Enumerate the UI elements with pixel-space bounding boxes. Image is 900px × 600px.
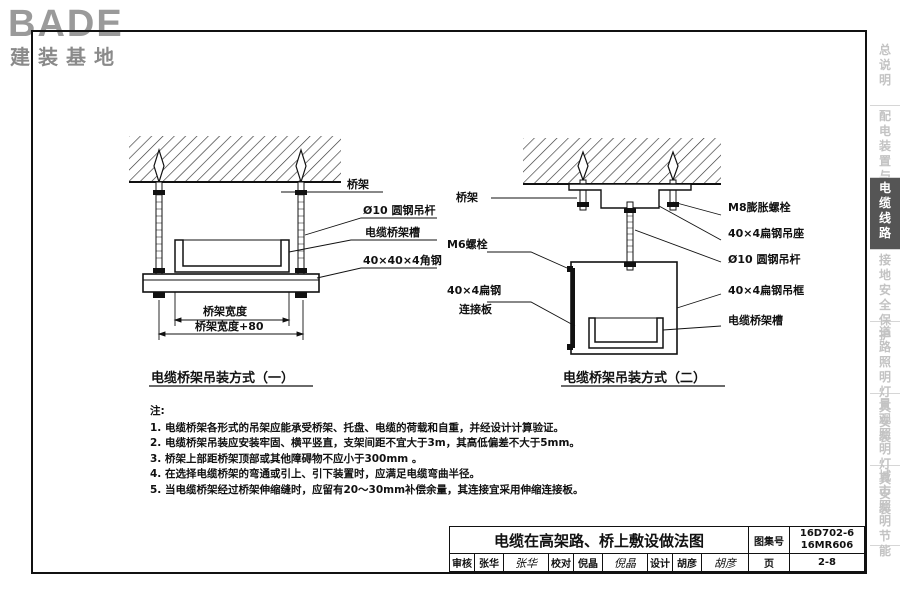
leaders-2 — [487, 197, 722, 331]
dim-tray-width-plus: 桥架宽度+80 — [195, 319, 264, 333]
cable-tray-1 — [174, 239, 290, 273]
check-label: 校对 — [548, 553, 574, 572]
atlas-label: 图集号 — [748, 526, 790, 554]
side-tabs: 总说明配电装置与控制电缆线路接地安全保护道路照明灯具安装景观照明灯具安装城市照明… — [870, 30, 900, 574]
atlas-number-2: 16MR606 — [800, 540, 854, 551]
notes-title: 注: — [150, 405, 165, 417]
designer-signature: 胡彦 — [701, 553, 749, 572]
hanger-rod-right — [295, 147, 307, 298]
ceiling-hatch-2 — [523, 138, 721, 184]
title-block: 电缆在高架路、桥上敷设做法图 图集号 16D702-6 16MR606 审核 张… — [449, 526, 865, 572]
expansion-bolt-left — [577, 150, 589, 211]
label-rod-1: Ø10 圆钢吊杆 — [363, 203, 436, 217]
page-label: 页 — [748, 553, 790, 572]
leaders-1 — [281, 191, 437, 279]
dimension-lines-1 — [157, 292, 305, 340]
label-rod-2: Ø10 圆钢吊杆 — [728, 252, 801, 266]
figure-1: 桥架宽度 桥架宽度+80 桥架 Ø10 圆钢吊杆 电缆桥架槽 40×40×4角钢… — [129, 136, 442, 387]
note-item: 2. 电缆桥架吊装应安装牢固、横平竖直，支架间距不宜大于3m，其高低偏差不大于5… — [150, 437, 580, 449]
atlas-number-1: 16D702-6 — [799, 528, 855, 539]
logo: BADE 建装基地 — [8, 4, 153, 70]
review-label: 审核 — [449, 553, 475, 572]
page-number: 2-8 — [789, 553, 865, 572]
note-item: 3. 桥架上部距桥架顶部或其他障碍物不应小于300mm 。 — [150, 452, 423, 465]
label-plate-2a: 40×4扁钢 — [447, 283, 501, 297]
label-plate-2b: 连接板 — [459, 302, 493, 316]
note-item: 4. 在选择电缆桥架的弯通或引上、引下装置时，应满足电缆弯曲半径。 — [150, 468, 480, 480]
notes-list: 1. 电缆桥架各形式的吊架应能承受桥架、托盘、电缆的荷载和自重，并经设计计算验证… — [150, 421, 710, 499]
label-base-2: 40×4扁钢吊座 — [728, 226, 804, 240]
label-frame-2: 40×4扁钢吊框 — [728, 283, 804, 297]
label-bolt-m8: M8膨胀螺栓 — [728, 200, 791, 214]
side-tab-3[interactable]: 电缆线路 — [870, 178, 900, 250]
ceiling-hatch-1 — [129, 136, 341, 182]
logo-chinese: 建装基地 — [10, 45, 122, 69]
checker-signature: 倪晶 — [602, 553, 648, 572]
side-tab-2[interactable]: 配电装置与控制 — [870, 106, 900, 213]
atlas-number: 16D702-6 16MR606 — [789, 526, 865, 554]
label-angle-steel-1: 40×40×4角钢 — [363, 253, 442, 267]
drawing-title: 电缆在高架路、桥上敷设做法图 — [449, 526, 749, 554]
expansion-bolt-right — [667, 150, 679, 211]
note-item: 1. 电缆桥架各形式的吊架应能承受桥架、托盘、电缆的荷载和自重，并经设计计算验证… — [150, 421, 564, 434]
reviewer-signature: 张华 — [503, 553, 549, 572]
drawing-canvas: 桥架宽度 桥架宽度+80 桥架 Ø10 圆钢吊杆 电缆桥架槽 40×40×4角钢… — [129, 136, 804, 387]
label-cable-tray-2: 电缆桥架槽 — [728, 313, 783, 327]
hanger-rod-2 — [624, 201, 636, 271]
reviewer-name: 张华 — [474, 553, 504, 572]
dim-tray-width: 桥架宽度 — [203, 304, 248, 318]
designer-name: 胡彦 — [672, 553, 702, 572]
note-item: 5. 当电缆桥架经过桥架伸缩缝时，应留有20～30mm补偿余量，其连接宜采用伸缩… — [150, 483, 584, 496]
label-cable-tray-1: 电缆桥架槽 — [365, 225, 420, 239]
hanger-rod-left — [153, 147, 165, 298]
label-tray-1: 桥架 — [347, 177, 369, 191]
checker-name: 倪晶 — [573, 553, 603, 572]
side-tab-5[interactable]: 道路照明灯具安装 — [870, 322, 900, 444]
caption-figure-1: 电缆桥架吊装方式（一） — [151, 370, 294, 386]
label-tray-2: 桥架 — [456, 190, 478, 204]
side-tab-6[interactable]: 景观照明灯具安装 — [870, 394, 900, 516]
flat-steel-base-2 — [568, 183, 692, 209]
angle-steel-1 — [142, 273, 320, 293]
notes: 注: 1. 电缆桥架各形式的吊架应能承受桥架、托盘、电缆的荷载和自重，并经设计计… — [150, 404, 710, 498]
figure-2: 桥架 M8膨胀螺栓 40×4扁钢吊座 Ø10 圆钢吊杆 M6螺栓 40×4扁钢 … — [447, 138, 804, 387]
design-label: 设计 — [647, 553, 673, 572]
logo-latin: BADE — [8, 3, 124, 45]
drawing-frame — [31, 30, 867, 574]
side-tab-4[interactable]: 接地安全保护 — [870, 250, 900, 342]
cable-tray-2 — [588, 317, 664, 349]
side-tab-1[interactable]: 总说明 — [870, 40, 900, 106]
label-bolt-m6: M6螺栓 — [447, 237, 488, 251]
caption-figure-2: 电缆桥架吊装方式（二） — [563, 370, 706, 386]
side-tab-7[interactable]: 城市照明节能 — [870, 466, 900, 558]
